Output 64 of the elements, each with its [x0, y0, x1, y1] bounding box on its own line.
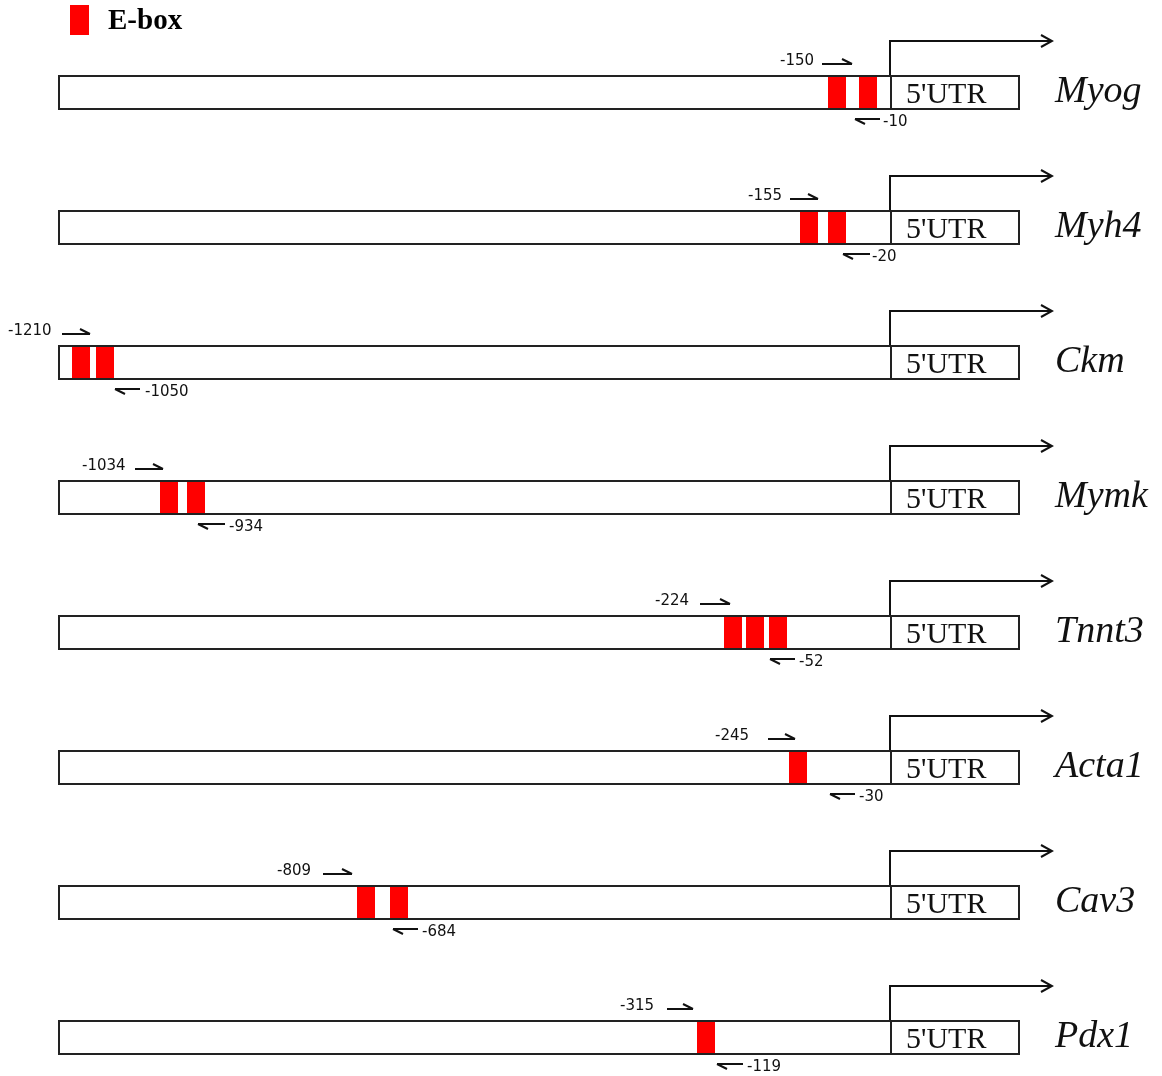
utr-segment: 5'UTR: [890, 212, 1018, 243]
utr-segment: 5'UTR: [890, 752, 1018, 783]
primer-position: -150: [780, 52, 815, 69]
transcription-start-arrow: [889, 34, 1053, 76]
primer-position: -1210: [8, 322, 52, 339]
utr-segment: 5'UTR: [890, 887, 1018, 918]
transcription-start-arrow: [889, 169, 1053, 211]
promoter-bar: [58, 885, 1020, 920]
e-box-mark: [96, 347, 114, 378]
legend-label: E-box: [108, 3, 183, 36]
promoter-bar: [58, 480, 1020, 515]
primer-position: -684: [422, 923, 457, 940]
utr-segment: 5'UTR: [890, 347, 1018, 378]
primer-position: -52: [799, 653, 824, 670]
e-box-mark: [357, 887, 375, 918]
gene-name: Mymk: [1055, 472, 1148, 516]
promoter-bar: [58, 615, 1020, 650]
primer-position: -224: [655, 592, 690, 609]
primer-position: -119: [747, 1058, 782, 1075]
e-box-mark: [789, 752, 807, 783]
primer-position: -1034: [82, 457, 126, 474]
primer-position: -809: [277, 862, 312, 879]
utr-segment: 5'UTR: [890, 482, 1018, 513]
gene-name: Acta1: [1055, 742, 1144, 786]
transcription-start-arrow: [889, 844, 1053, 886]
transcription-start-arrow: [889, 304, 1053, 346]
e-box-mark: [828, 77, 846, 108]
primer-position: -10: [883, 113, 908, 130]
e-box-mark: [746, 617, 764, 648]
gene-name: Tnnt3: [1055, 607, 1144, 651]
promoter-bar: [58, 750, 1020, 785]
gene-name: Myh4: [1055, 202, 1142, 246]
promoter-bar: [58, 345, 1020, 380]
e-box-mark: [697, 1022, 715, 1053]
gene-name: Cav3: [1055, 877, 1136, 921]
utr-segment: 5'UTR: [890, 617, 1018, 648]
utr-segment: 5'UTR: [890, 1022, 1018, 1053]
e-box-mark: [724, 617, 742, 648]
e-box-mark: [828, 212, 846, 243]
primer-position: -1050: [145, 383, 189, 400]
e-box-mark: [72, 347, 90, 378]
primer-position: -20: [872, 248, 897, 265]
e-box-mark: [160, 482, 178, 513]
e-box-mark: [187, 482, 205, 513]
e-box-mark: [390, 887, 408, 918]
e-box-mark: [859, 77, 877, 108]
utr-segment: 5'UTR: [890, 77, 1018, 108]
promoter-bar: [58, 1020, 1020, 1055]
transcription-start-arrow: [889, 709, 1053, 751]
primer-position: -934: [229, 518, 264, 535]
promoter-bar: [58, 210, 1020, 245]
transcription-start-arrow: [889, 439, 1053, 481]
primer-position: -155: [748, 187, 783, 204]
primer-position: -30: [859, 788, 884, 805]
transcription-start-arrow: [889, 574, 1053, 616]
gene-name: Ckm: [1055, 337, 1125, 381]
primer-position: -315: [620, 997, 655, 1014]
e-box-mark: [800, 212, 818, 243]
gene-name: Pdx1: [1055, 1012, 1134, 1056]
promoter-bar: [58, 75, 1020, 110]
transcription-start-arrow: [889, 979, 1053, 1021]
primer-position: -245: [715, 727, 750, 744]
e-box-mark: [769, 617, 787, 648]
gene-name: Myog: [1055, 67, 1142, 111]
